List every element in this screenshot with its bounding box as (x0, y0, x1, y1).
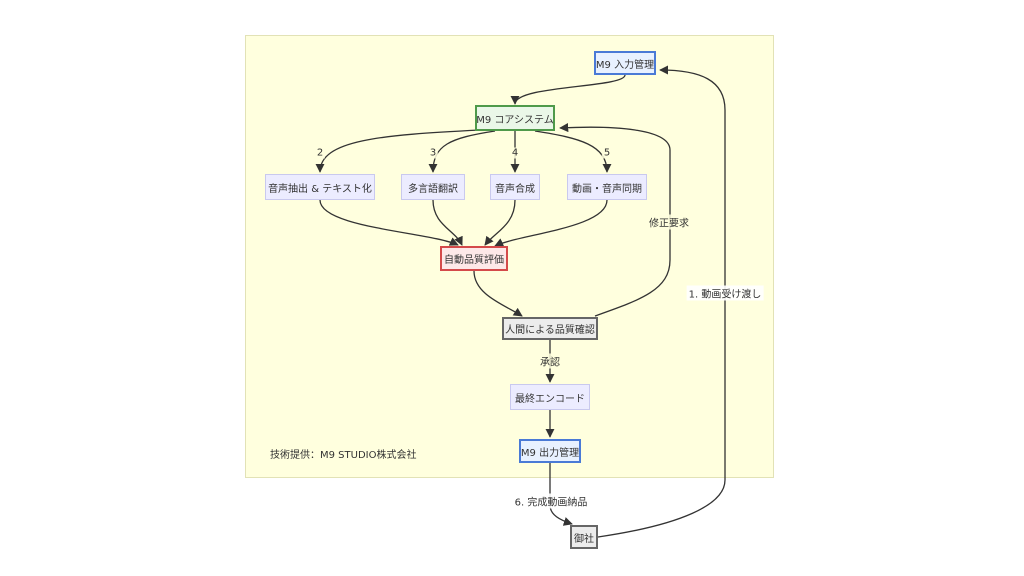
edge-label-5: 5 (601, 147, 613, 159)
node-av-sync: 動画・音声同期 (567, 174, 647, 200)
edge-label-revision: 修正要求 (647, 214, 691, 230)
edge-synth-to-eval (484, 199, 516, 246)
edge-label-3: 3 (427, 147, 439, 159)
node-final-encode: 最終エンコード (510, 384, 590, 410)
edge-sync-to-eval (494, 199, 608, 247)
edge-core-to-translate (428, 130, 496, 173)
edge-translate-to-eval (432, 199, 463, 246)
node-core-system: M9 コアシステム (475, 105, 555, 131)
provider-credit: 技術提供：M9 STUDIO株式会社 (270, 450, 417, 461)
edge-label-handover: 1. 動画受け渡し (686, 285, 764, 301)
node-input-management: M9 入力管理 (594, 51, 656, 75)
edge-label-4: 4 (509, 147, 521, 159)
node-output-management: M9 出力管理 (519, 439, 581, 463)
edge-eval-to-human (473, 270, 523, 317)
edge-input-to-core (510, 74, 626, 105)
edge-extract-to-eval (319, 199, 459, 246)
edge-core-to-extract (315, 129, 481, 173)
edge-label-approval: 承認 (538, 353, 562, 369)
edge-revision-loop (559, 123, 671, 317)
edge-client-to-input (597, 65, 726, 538)
node-human-review: 人間による品質確認 (502, 317, 598, 340)
edge-core-to-sync (534, 130, 612, 173)
node-voice-synthesis: 音声合成 (490, 174, 540, 200)
node-audio-extract: 音声抽出 & テキスト化 (265, 174, 375, 200)
node-translation: 多言語翻訳 (401, 174, 465, 200)
node-auto-evaluation: 自動品質評価 (440, 246, 508, 271)
node-client: 御社 (570, 525, 598, 549)
edge-label-2: 2 (314, 147, 326, 159)
edge-label-delivery: 6. 完成動画納品 (512, 493, 590, 509)
